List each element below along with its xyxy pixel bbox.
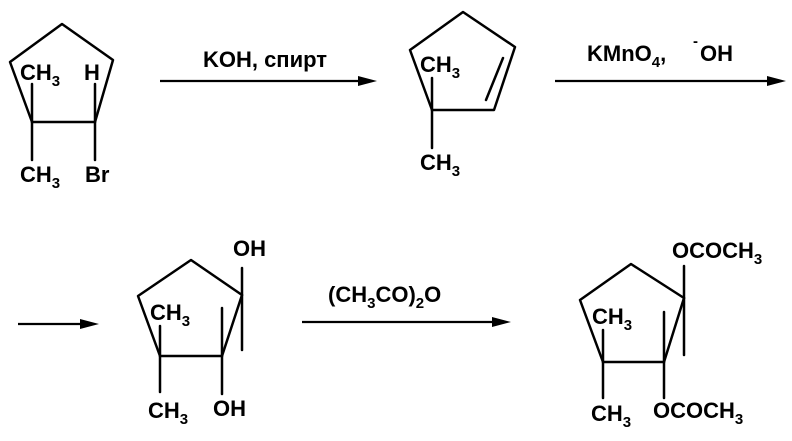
double-bond-line	[484, 56, 505, 102]
cyclopentane-ring	[8, 22, 115, 124]
label-ch3-bottom: CH3	[591, 401, 631, 431]
reaction-arrow-2-continuation	[18, 319, 99, 329]
label-ococh3-bottom: OCOCH3	[653, 398, 743, 428]
formula-text: CH	[150, 300, 182, 325]
formula-subscript: 3	[452, 163, 460, 180]
formula-text: CH	[420, 52, 452, 77]
formula-text: CH	[420, 150, 452, 175]
formula-text: CO)	[375, 282, 415, 307]
cyclopentane-ring	[136, 258, 244, 358]
label-ch3-bottom: CH3	[148, 398, 188, 428]
formula-text: CH	[591, 401, 623, 426]
diacetate-molecule: OCOCH3 CH3 CH3 OCOCH3	[578, 238, 762, 431]
reagent-acetic-anhydride: (CH3CO)2O	[328, 282, 441, 312]
diol-molecule: OH CH3 CH3 OH	[136, 236, 266, 428]
formula-text: (CH	[328, 282, 367, 307]
label-oh-top: OH	[233, 236, 266, 261]
label-ch3-top: CH3	[420, 52, 460, 82]
formula-subscript: 3	[452, 65, 460, 82]
reagent-koh-alcohol: KOH, спирт	[203, 47, 327, 72]
formula-text: CH	[148, 398, 180, 423]
formula-subscript: 3	[52, 73, 60, 90]
label-ch3-bottom: CH3	[20, 162, 60, 192]
cyclopentene-molecule: CH3 CH3	[408, 10, 517, 180]
cyclopentene-ring	[408, 10, 517, 112]
reaction-arrow-2: KMnO4, - OH	[555, 33, 786, 86]
cyclopentane-ring	[578, 262, 686, 364]
formula-subscript: 3	[180, 411, 188, 428]
reaction-arrow-1: KOH, спирт	[160, 47, 377, 86]
label-ch3-top: CH3	[150, 300, 190, 330]
formula-text: OCOCH	[672, 238, 754, 263]
formula-subscript: 3	[52, 175, 60, 192]
formula-text: CH	[20, 60, 52, 85]
label-ch3-bottom: CH3	[420, 150, 460, 180]
label-ch3-top: CH3	[592, 304, 632, 334]
reagent-charge: -	[693, 33, 698, 50]
formula-subscript: 3	[623, 414, 631, 431]
label-ch3-top: CH3	[20, 60, 60, 90]
label-ococh3-top: OCOCH3	[672, 238, 762, 268]
formula-text: CH	[592, 304, 624, 329]
formula-subscript: 3	[624, 317, 632, 334]
reagent-oh: OH	[700, 41, 733, 66]
formula-text: CH	[20, 162, 52, 187]
formula-text: OCOCH	[653, 398, 735, 423]
formula-subscript: 3	[367, 295, 375, 312]
formula-subscript: 3	[754, 251, 762, 268]
reactant-molecule: CH3 H CH3 Br	[8, 22, 115, 192]
formula-subscript: 3	[735, 411, 743, 428]
formula-subscript: 2	[416, 295, 424, 312]
formula-subscript: 4	[652, 54, 661, 71]
label-br: Br	[85, 162, 110, 187]
formula-text: O	[424, 282, 441, 307]
label-h: H	[84, 60, 100, 85]
formula-subscript: 3	[182, 313, 190, 330]
formula-text: ,	[660, 41, 666, 66]
reaction-arrow-3: (CH3CO)2O	[302, 282, 511, 327]
formula-text: KMnO	[587, 41, 652, 66]
label-oh-bottom: OH	[213, 396, 246, 421]
reagent-kmno4: KMnO4,	[587, 41, 666, 71]
